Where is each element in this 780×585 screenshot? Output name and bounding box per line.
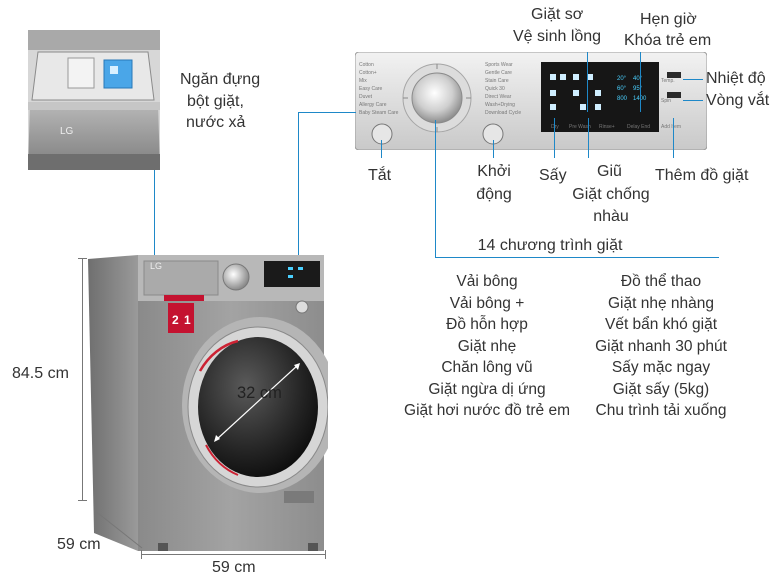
programs-left-list: Vải bông Vải bông + Đồ hỗn hợp Giặt nhẹ … <box>392 271 582 422</box>
label-khoi-dong-2: động <box>476 186 512 203</box>
program-item: Giặt nhẹ nhàng <box>607 294 714 312</box>
drawer-leader-line <box>154 170 155 257</box>
tat-leader <box>381 140 382 158</box>
program-item: Vải bông <box>456 273 518 290</box>
svg-text:Mix: Mix <box>359 78 367 84</box>
door-diameter-label: 32 cm <box>237 384 282 402</box>
program-item: Giặt nhẹ <box>457 337 517 355</box>
label-tat: Tắt <box>368 167 392 184</box>
program-item: Giặt ngừa dị ứng <box>428 380 546 398</box>
label-vong-vat: Vòng vắt <box>706 92 770 109</box>
svg-text:Stain Care: Stain Care <box>485 78 509 84</box>
height-dimension-label: 84.5 cm <box>12 365 69 382</box>
programs-right-list: Đồ thể thao Giặt nhẹ nhàng Vết bẩn khó g… <box>580 271 742 422</box>
depth-dimension-line <box>93 509 143 549</box>
height-dimension-tick-top <box>78 258 87 259</box>
label-khoa-tre-em: Khóa trẻ em <box>624 32 712 49</box>
svg-text:800: 800 <box>617 96 628 102</box>
program-item: Chu trình tải xuống <box>595 402 727 419</box>
washing-machine-image: LG 2 1 <box>88 255 338 553</box>
program-item: Đồ thể thao <box>620 273 702 290</box>
svg-text:Direct Wear: Direct Wear <box>485 94 512 100</box>
panel-leader-vertical <box>298 112 299 257</box>
svg-text:Wash+Drying: Wash+Drying <box>485 102 515 108</box>
panel-leader-horizontal <box>298 112 356 113</box>
label-giat-chong-nhau-2: nhàu <box>593 208 629 225</box>
svg-text:20°: 20° <box>617 76 627 82</box>
svg-text:Allergy Care: Allergy Care <box>359 102 387 108</box>
program-item: Giặt nhanh 30 phút <box>595 337 727 355</box>
machine-brand-logo: LG <box>150 261 163 271</box>
svg-text:95°: 95° <box>633 86 643 92</box>
khoi-dong-leader <box>493 140 494 158</box>
capacity-badge: 2 <box>172 313 179 327</box>
program-item: Vải bông + <box>449 294 525 312</box>
them-do-giat-leader <box>673 118 674 158</box>
hen-gio-leader <box>640 52 641 112</box>
label-giat-chong-nhau-1: Giặt chống <box>572 186 650 203</box>
svg-text:Quick 30: Quick 30 <box>485 86 505 92</box>
depth-dimension-label: 59 cm <box>57 536 101 553</box>
svg-text:Gentle Care: Gentle Care <box>485 70 512 76</box>
svg-text:Pre Wash: Pre Wash <box>569 124 591 130</box>
label-khoi-dong-1: Khởi <box>477 163 511 180</box>
svg-text:Baby Steam Care: Baby Steam Care <box>359 110 399 116</box>
drawer-brand-logo: LG <box>60 126 74 137</box>
giat-so-leader <box>587 52 588 112</box>
svg-text:Spin: Spin <box>661 98 671 104</box>
programs-leader-vertical <box>435 120 436 257</box>
svg-text:Duvet: Duvet <box>359 94 373 100</box>
svg-text:Temp.: Temp. <box>661 78 675 84</box>
program-item: Sấy mặc ngay <box>611 359 711 376</box>
svg-text:Add Item: Add Item <box>661 124 681 130</box>
width-dimension-line <box>141 554 325 555</box>
giu-leader <box>588 118 589 158</box>
svg-text:60°: 60° <box>617 86 627 92</box>
svg-text:Cotton: Cotton <box>359 62 374 68</box>
width-dimension-label: 59 cm <box>212 559 256 576</box>
label-giat-so: Giặt sơ <box>531 6 584 23</box>
svg-text:Cotton+: Cotton+ <box>359 70 377 76</box>
label-them-do-giat: Thêm đồ giặt <box>655 167 749 184</box>
say-leader <box>554 118 555 158</box>
drawer-callout-line-2: bột giặt, <box>187 93 244 110</box>
label-ve-sinh-long: Vệ sinh lồng <box>513 28 602 45</box>
label-say: Sấy <box>539 167 567 184</box>
nhiet-do-leader <box>683 79 703 80</box>
drawer-callout-line-1: Ngăn đựng <box>180 71 261 88</box>
svg-text:Easy Care: Easy Care <box>359 86 383 92</box>
svg-text:Sports Wear: Sports Wear <box>485 62 513 68</box>
svg-text:Download Cycle: Download Cycle <box>485 110 521 116</box>
vong-vat-leader <box>683 100 703 101</box>
svg-text:Rinse+: Rinse+ <box>599 124 615 130</box>
programs-leader-horizontal <box>435 257 719 258</box>
drawer-inset-image: LG <box>28 30 160 170</box>
label-nhiet-do: Nhiệt độ <box>706 70 766 87</box>
program-item: Vết bẩn khó giặt <box>604 316 718 333</box>
width-dimension-tick-left <box>141 550 142 559</box>
label-giu: Giũ <box>597 163 622 180</box>
program-item: Chăn lông vũ <box>441 359 533 376</box>
width-dimension-tick-right <box>325 550 326 559</box>
svg-text:Delay End: Delay End <box>627 124 650 130</box>
height-dimension-line <box>82 258 83 500</box>
program-item: Đồ hỗn hợp <box>446 316 528 333</box>
program-item: Giặt sấy (5kg) <box>612 380 710 398</box>
capacity-badge-sub: 1 <box>184 313 191 327</box>
drawer-callout-line-3: nước xả <box>186 114 246 131</box>
program-item: Giặt hơi nước đồ trẻ em <box>404 402 570 419</box>
label-hen-gio: Hẹn giờ <box>640 11 697 28</box>
svg-text:40°: 40° <box>633 76 643 82</box>
programs-title: 14 chương trình giặt <box>477 237 623 254</box>
height-dimension-tick-bottom <box>78 500 87 501</box>
svg-text:Dry: Dry <box>551 124 559 130</box>
